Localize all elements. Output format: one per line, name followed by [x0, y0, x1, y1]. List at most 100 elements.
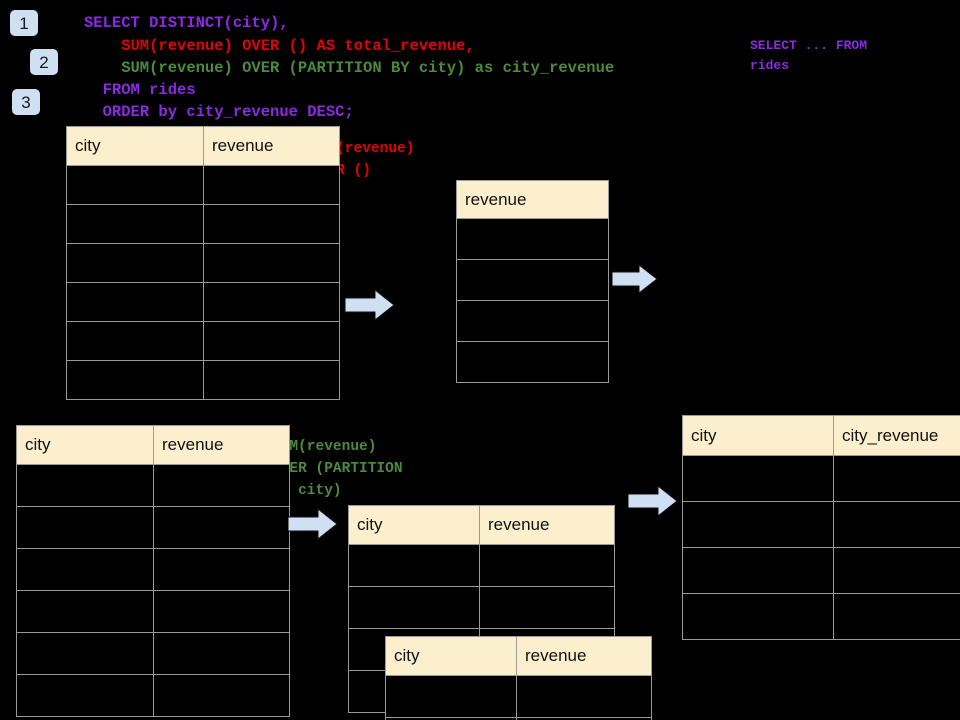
cell-revenue [153, 674, 290, 717]
cell-city [16, 674, 154, 717]
cell-city [66, 282, 204, 322]
table-total-revenue: revenue [456, 180, 609, 383]
column-header-city: city [385, 636, 517, 676]
sql-line-4: FROM rides [84, 81, 196, 99]
sql-line-1: SELECT DISTINCT(city), [84, 14, 289, 32]
cell-city-revenue [833, 547, 960, 594]
cell-city [66, 165, 204, 205]
table-header-row: city revenue [385, 636, 652, 676]
arrow-total-to-result [612, 264, 658, 294]
table-rides-source-bottom: city revenue [16, 425, 290, 717]
sql-line-5: ORDER by city_revenue DESC; [84, 103, 354, 121]
column-header-revenue: revenue [203, 126, 340, 166]
table-rides-source-top: city revenue [66, 126, 340, 400]
step-badge-1: 1 [10, 10, 38, 36]
table-row [385, 675, 652, 718]
cell-revenue [203, 204, 340, 244]
column-header-city: city [348, 505, 480, 545]
table-row [682, 547, 960, 594]
table-final-result: city city_revenue [682, 415, 960, 640]
table-row [456, 218, 609, 260]
table-row [348, 544, 615, 587]
annotation-sum-over-partition: SUM(revenue) OVER (PARTITION BY city) [272, 439, 403, 499]
cell-revenue [153, 590, 290, 633]
cell-city [66, 204, 204, 244]
sql-line-3: SUM(revenue) OVER (PARTITION BY city) as… [84, 59, 615, 77]
table-row [682, 455, 960, 502]
table-row [16, 464, 290, 507]
cell-city [66, 243, 204, 283]
table-header-row: city revenue [66, 126, 340, 166]
step-badge-2: 2 [30, 49, 58, 75]
cell-city [16, 548, 154, 591]
column-header-revenue: revenue [153, 425, 290, 465]
cell-revenue [203, 282, 340, 322]
cell-revenue [479, 544, 615, 587]
table-row [456, 300, 609, 342]
table-header-row: city city_revenue [682, 415, 960, 456]
cell-city-revenue [833, 593, 960, 640]
cell-revenue [456, 259, 609, 301]
cell-city [348, 544, 480, 587]
table-partition-group-front: city revenue [385, 636, 652, 720]
table-header-row: city revenue [348, 505, 615, 545]
table-row [66, 360, 340, 400]
cell-city-revenue [833, 455, 960, 502]
table-row [16, 590, 290, 633]
arrow-partition-to-result [628, 485, 678, 517]
table-row [682, 593, 960, 640]
cell-city [16, 590, 154, 633]
cell-revenue [153, 632, 290, 675]
table-header-row: revenue [456, 180, 609, 219]
cell-revenue [456, 218, 609, 260]
sql-line-2: SUM(revenue) OVER () AS total_revenue, [84, 37, 475, 55]
table-row [66, 282, 340, 322]
cell-city [385, 675, 517, 718]
table-row [456, 259, 609, 301]
cell-city [348, 586, 480, 629]
table-header-row: city revenue [16, 425, 290, 465]
cell-revenue [153, 464, 290, 507]
table-row [16, 506, 290, 549]
cell-revenue [456, 341, 609, 383]
cell-revenue [479, 586, 615, 629]
cell-city [682, 593, 834, 640]
table-row [66, 243, 340, 283]
table-row [66, 321, 340, 361]
column-header-revenue: revenue [479, 505, 615, 545]
table-row [348, 586, 615, 629]
table-row [682, 501, 960, 548]
cell-revenue [153, 506, 290, 549]
column-header-city: city [682, 415, 834, 456]
column-header-city-revenue: city_revenue [833, 415, 960, 456]
table-row [456, 341, 609, 383]
cell-city [66, 321, 204, 361]
cell-revenue [153, 548, 290, 591]
table-row [16, 632, 290, 675]
cell-city [16, 506, 154, 549]
table-row [16, 548, 290, 591]
column-header-revenue: revenue [516, 636, 652, 676]
arrow-source-to-partition [288, 508, 338, 540]
cell-revenue [203, 321, 340, 361]
cell-city [16, 632, 154, 675]
cell-city-revenue [833, 501, 960, 548]
cell-revenue [516, 717, 652, 720]
arrow-source-to-total [345, 289, 395, 321]
cell-revenue [516, 675, 652, 718]
cell-city [66, 360, 204, 400]
cell-city [682, 501, 834, 548]
table-row [66, 204, 340, 244]
cell-revenue [456, 300, 609, 342]
column-header-revenue: revenue [456, 180, 609, 219]
cell-city [682, 455, 834, 502]
cell-revenue [203, 360, 340, 400]
annotation-select-from: SELECT ... FROM rides [750, 38, 868, 73]
cell-revenue [203, 165, 340, 205]
cell-city [682, 547, 834, 594]
cell-revenue [203, 243, 340, 283]
step-badge-3: 3 [12, 89, 40, 115]
column-header-city: city [66, 126, 204, 166]
table-row [16, 674, 290, 717]
